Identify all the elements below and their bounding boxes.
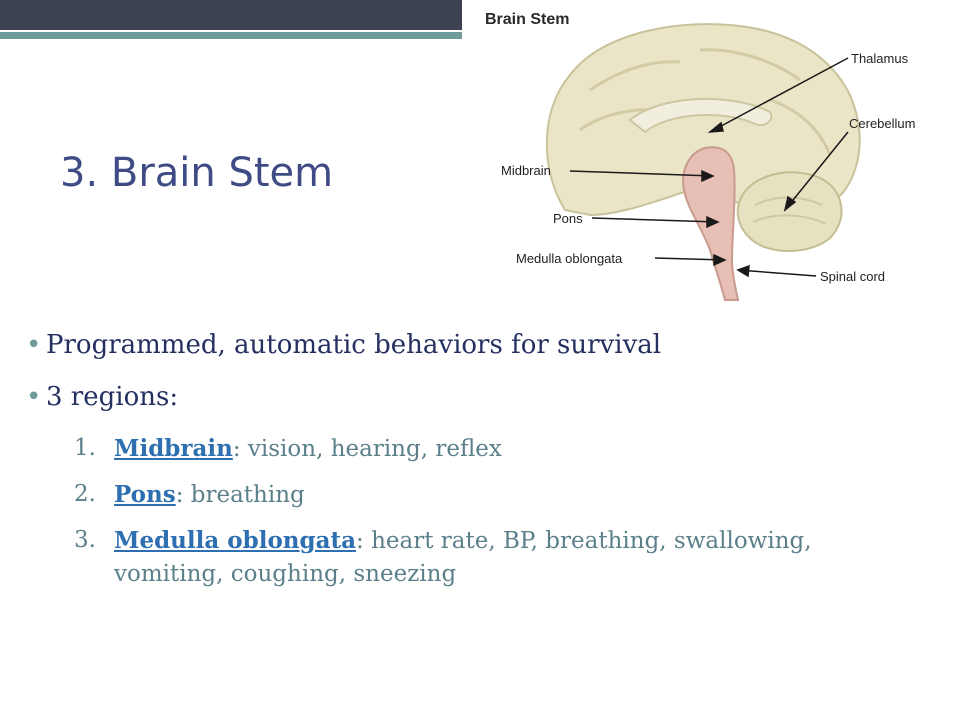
region-number: 1. [74, 435, 96, 461]
brain-stem-diagram: Brain Stem Thalamus Cerebellum Midbrain … [470, 0, 940, 305]
pons-link[interactable]: Pons [114, 481, 176, 508]
bullet-text: Programmed, automatic behaviors for surv… [46, 330, 662, 360]
bullet-text: 3 regions: [46, 382, 179, 412]
header-accent-bar [0, 32, 462, 39]
slide-title: 3. Brain Stem [60, 150, 334, 196]
header-bar [0, 0, 462, 30]
label-medulla: Medulla oblongata [516, 251, 623, 266]
bullet-item: •3 regions: [26, 382, 178, 412]
bullet-dot: • [26, 382, 42, 412]
bullet-dot: • [26, 330, 42, 360]
label-pons: Pons [553, 211, 583, 226]
label-midbrain: Midbrain [501, 163, 551, 178]
midbrain-link[interactable]: Midbrain [114, 435, 233, 462]
brain-illustration: Brain Stem Thalamus Cerebellum Midbrain … [485, 11, 915, 301]
label-cerebellum: Cerebellum [849, 116, 915, 131]
region-description: : heart rate, BP, breathing, swallowing,… [114, 528, 812, 587]
region-description: : breathing [175, 482, 305, 508]
bullet-item: •Programmed, automatic behaviors for sur… [26, 330, 661, 360]
diagram-heading: Brain Stem [485, 11, 569, 28]
region-number: 2. [74, 481, 96, 507]
corpus-callosum-shape [628, 97, 773, 134]
cerebellum-shape [736, 171, 843, 252]
label-spinal-cord: Spinal cord [820, 269, 885, 284]
label-thalamus: Thalamus [851, 51, 909, 66]
region-number: 3. [74, 527, 96, 553]
region-description: : vision, hearing, reflex [232, 436, 502, 462]
medulla-oblongata-link[interactable]: Medulla oblongata [114, 527, 357, 554]
pointer-lines [569, 57, 849, 278]
